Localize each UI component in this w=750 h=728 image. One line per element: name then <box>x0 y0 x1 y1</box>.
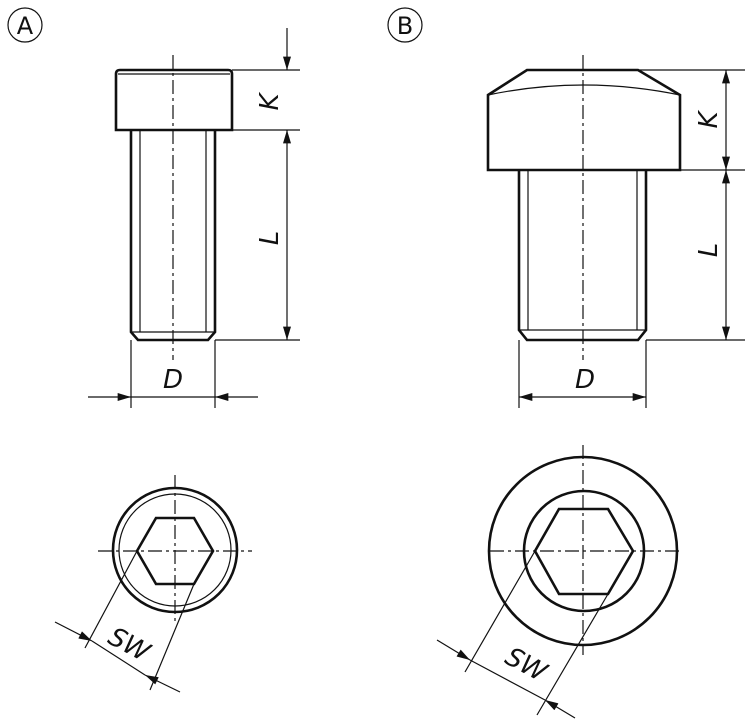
variant-a: A K L D SW <box>7 7 300 693</box>
screw-a-side-view <box>114 55 234 360</box>
dimension-l-b: L <box>646 169 745 341</box>
dimension-k-b: K <box>638 69 745 171</box>
label-sw: SW <box>500 642 552 689</box>
variant-a-badge <box>7 7 43 43</box>
dimension-d-b: D <box>518 340 647 408</box>
dimension-sw-a: SW <box>54 550 195 693</box>
dimension-l-a: L <box>215 231 300 341</box>
screw-b-top-view <box>487 445 680 655</box>
dimension-d-a: D <box>88 340 258 408</box>
screw-b-side-view <box>486 55 682 360</box>
label-k: K <box>255 92 285 111</box>
variant-b-label: B <box>397 12 413 40</box>
label-d: D <box>575 365 595 395</box>
label-l: L <box>255 231 285 246</box>
label-l: L <box>694 243 724 258</box>
variant-b: B K L D SW <box>387 7 745 719</box>
label-d: D <box>163 365 183 395</box>
dimension-k-a: K <box>232 28 300 340</box>
screw-a-top-view <box>98 475 252 625</box>
label-sw: SW <box>103 622 155 669</box>
variant-b-badge <box>387 7 423 43</box>
variant-a-label: A <box>17 12 34 40</box>
dimension-sw-b: SW <box>436 550 609 719</box>
label-k: K <box>694 110 724 129</box>
